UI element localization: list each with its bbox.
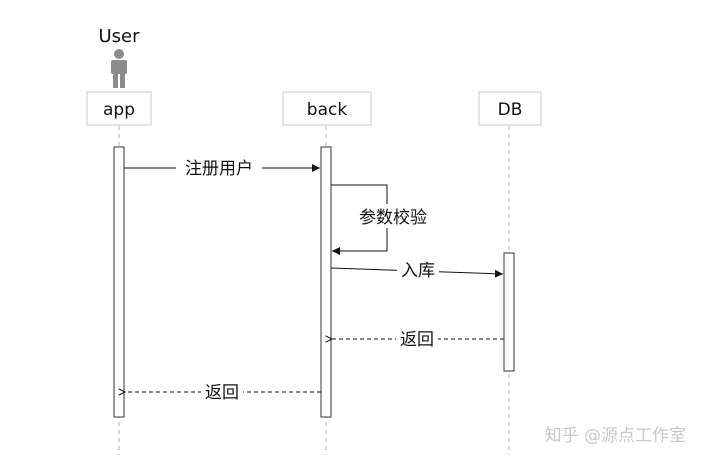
user-actor: User bbox=[98, 26, 140, 88]
lifeline-back-box: back bbox=[282, 91, 372, 126]
activation-back bbox=[320, 146, 332, 418]
lifeline-app-label: app bbox=[103, 100, 135, 120]
message-validate-label: 参数校验 bbox=[359, 208, 427, 228]
lifeline-app-box: app bbox=[86, 91, 152, 126]
user-person-icon bbox=[111, 49, 127, 88]
message-return-db: 返回 bbox=[332, 327, 504, 350]
message-return-back-label: 返回 bbox=[205, 383, 239, 403]
message-return-back: 返回 bbox=[125, 380, 321, 403]
lifeline-db-box: DB bbox=[478, 91, 542, 126]
activation-db bbox=[503, 252, 515, 372]
message-return-db-label: 返回 bbox=[400, 330, 434, 350]
message-register-label: 注册用户 bbox=[185, 159, 253, 179]
lifeline-db-label: DB bbox=[498, 100, 523, 120]
message-store-label: 入库 bbox=[401, 261, 435, 281]
lifeline-back-label: back bbox=[307, 100, 348, 120]
message-validate: 参数校验 bbox=[331, 184, 440, 255]
user-actor-label: User bbox=[98, 26, 140, 47]
message-store: 入库 bbox=[330, 258, 504, 281]
message-register: 注册用户 bbox=[124, 156, 320, 179]
watermark-text: 知乎 @源点工作室 bbox=[545, 426, 686, 446]
activation-app bbox=[113, 146, 125, 418]
